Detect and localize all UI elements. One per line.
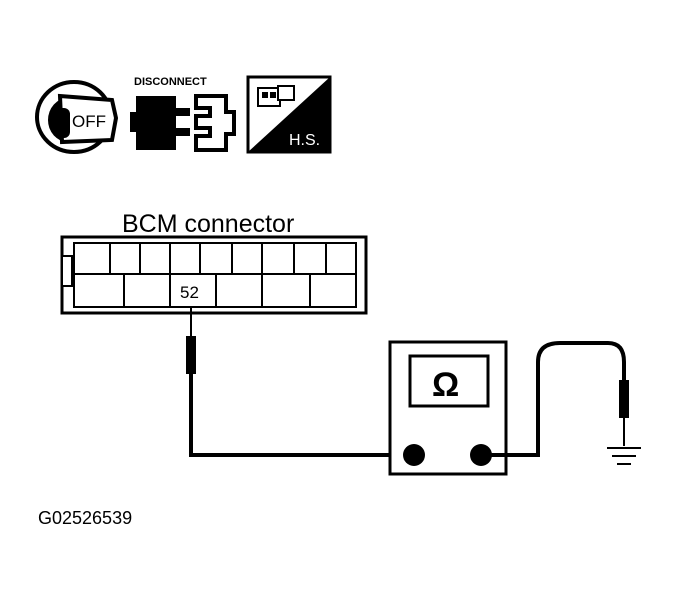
bcm-connector: 52: [60, 235, 368, 315]
ignition-off-icon: OFF: [35, 80, 119, 154]
harness-side-icon: H.S.: [246, 75, 332, 154]
hs-label: H.S.: [289, 132, 320, 149]
figure-id: G02526539: [38, 508, 132, 528]
connector-small-icon: [257, 85, 295, 107]
connector-bottom-row: [123, 274, 311, 307]
ground-icon: [607, 447, 641, 465]
disconnect-icon: DISCONNECT: [130, 76, 236, 152]
ignition-off-label: OFF: [72, 112, 106, 131]
connector-title: BCM connector: [122, 210, 294, 238]
probe-lead-pin: [186, 306, 412, 457]
connector-top-row: [109, 243, 327, 274]
pin-52-label: 52: [180, 283, 199, 302]
disconnect-label: DISCONNECT: [134, 76, 207, 88]
meter-terminal-left: [403, 444, 425, 466]
ohmmeter: Ω: [388, 340, 508, 476]
ohm-symbol: Ω: [432, 366, 459, 404]
probe-lead-ground: [481, 341, 629, 457]
